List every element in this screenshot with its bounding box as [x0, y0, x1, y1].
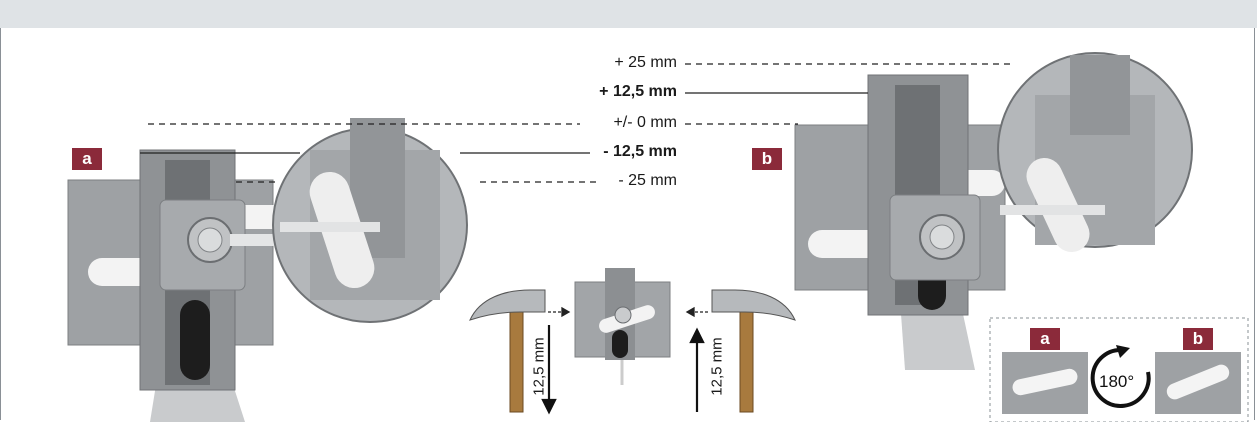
strike-arrows	[548, 306, 708, 318]
bracket-a	[67, 149, 290, 422]
level-plus-25: + 25 mm	[614, 54, 677, 71]
right-offset-label: 12,5 mm	[708, 337, 726, 396]
header-band	[0, 0, 1257, 28]
panel-frame	[0, 28, 1255, 420]
level-lines	[140, 63, 1010, 183]
right-hammer	[711, 289, 796, 413]
motion-arrows	[541, 325, 705, 415]
inset-label-b: b	[1183, 328, 1213, 350]
label-b: b	[752, 148, 782, 170]
level-minus-12-5: - 12,5 mm	[603, 143, 677, 160]
level-minus-25: - 25 mm	[618, 172, 677, 189]
left-hammer	[469, 289, 546, 413]
left-offset-label: 12,5 mm	[530, 337, 548, 396]
zoom-detail-b	[997, 52, 1193, 253]
center-bracket	[574, 268, 671, 385]
level-plus-12-5: + 12,5 mm	[599, 83, 677, 100]
level-zero: +/- 0 mm	[613, 114, 677, 131]
zoom-detail-a	[272, 118, 468, 323]
rotation-label: 180°	[1099, 372, 1135, 391]
label-a: a	[72, 148, 102, 170]
inset-label-a: a	[1030, 328, 1060, 350]
bracket-b	[794, 74, 1006, 370]
